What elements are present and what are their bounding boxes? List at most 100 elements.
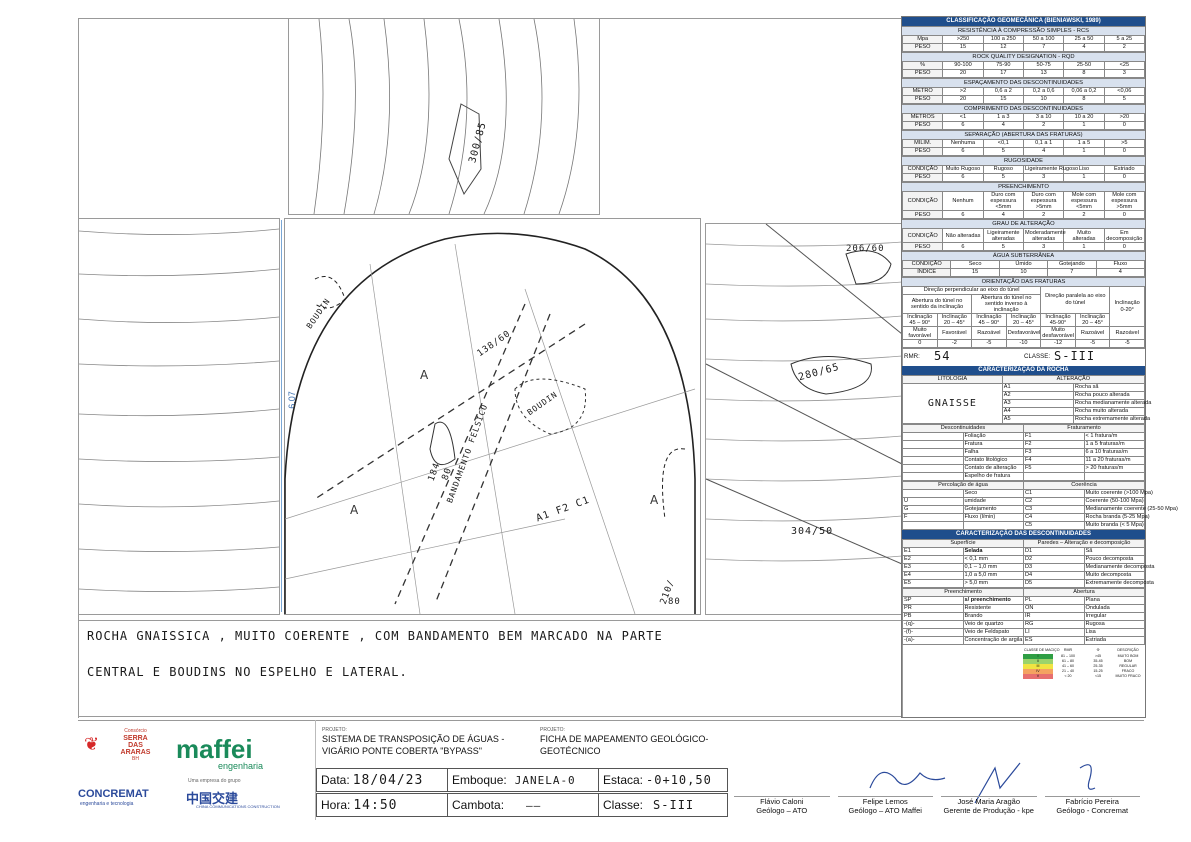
walls-header: Paredes – Alteração e decomposição	[1023, 539, 1145, 548]
rug-cell: 1	[1063, 173, 1105, 182]
concremat-logo: CONCREMAT	[78, 788, 149, 800]
right-measure-3: 304/50	[791, 526, 834, 537]
rcs-cell: Mpa	[901, 35, 944, 44]
filling-right-desc: Rugosa	[1083, 620, 1145, 629]
discontinuity-symbol	[902, 472, 964, 481]
alteration-code: A2	[1001, 391, 1074, 400]
agua-cell: CONDIÇÃO	[901, 260, 952, 269]
rqd-cell: 8	[1063, 69, 1105, 78]
sep-cell: 0	[1103, 147, 1146, 156]
maffei-sub: engenharia	[218, 761, 264, 771]
maffei-logo: maffei	[176, 734, 253, 764]
alt-cell: 5	[982, 242, 1024, 251]
tunnel-face-sketch: AAA	[284, 232, 696, 615]
comp-cell: 1	[1063, 121, 1105, 130]
surface-left-desc: < 0,1 mm	[962, 555, 1024, 564]
scale-cell: 35-45	[1093, 659, 1103, 663]
filling-right-code: IR	[1023, 612, 1085, 621]
discontinuity-symbol	[902, 448, 964, 457]
rib-label: Cambota:	[452, 798, 505, 812]
scale-cell: 25-35	[1093, 664, 1103, 668]
pre-cell: 4	[982, 210, 1024, 219]
surface-right-code: D4	[1023, 571, 1085, 580]
scale-header-cell: CLASSE DE MACIÇO	[1024, 648, 1060, 652]
water-header: Percolação de água	[902, 481, 1024, 490]
rqd-cell: 50-75	[1022, 61, 1065, 70]
scale-cell: V	[1023, 674, 1053, 679]
agua-cell: ÍNDICE	[901, 268, 952, 277]
dir-header: Abertura do túnel no sentido da inclinaç…	[901, 294, 973, 314]
discontinuity-symbol	[902, 456, 964, 465]
surface-left-code: E1	[902, 547, 964, 556]
discontinuity-right-desc: > 20 fraturas/m	[1083, 464, 1145, 473]
pre-cell: 2	[1022, 210, 1065, 219]
esp-cell: 20	[942, 95, 984, 104]
water-left-desc: umidade	[962, 497, 1024, 506]
comp-cell: <1	[942, 113, 984, 122]
project2-block: PROJETO: FICHA DE MAPEAMENTO GEOLÓGICO-G…	[540, 727, 755, 757]
scale-cell: MUITO FRACO	[1115, 674, 1141, 678]
water-left-code: F	[902, 513, 964, 522]
portal-field: Emboque: JANELA-0	[447, 768, 599, 792]
project-label: PROJETO:	[322, 727, 347, 733]
orientation-sub-row: Abertura do túnel no sentido da inclinaç…	[901, 294, 1145, 314]
alteration-desc: Rocha medianamente alterada	[1072, 399, 1152, 408]
water-left-desc: Gotejamento	[962, 505, 1024, 514]
legend-title-2: CARACTERIZAÇÃO DAS DESCONTINUIDADES	[902, 530, 1145, 539]
discontinuity-right-code: F3	[1023, 448, 1085, 457]
alt-title: GRAU DE ALTERAÇÃO	[902, 219, 1145, 228]
class-label: CLASSE:	[1024, 352, 1051, 360]
alteration-desc: Rocha extremamente alterada	[1072, 415, 1151, 424]
scale-cell: II	[1023, 659, 1053, 664]
surface-right-desc: Medianamente decomposta	[1083, 563, 1155, 572]
scale-cell: >45	[1094, 654, 1102, 658]
condition-cell: Razoável	[971, 326, 1007, 340]
agua-cell: 7	[1047, 268, 1097, 277]
station-field: Estaca: -0+10,50	[598, 768, 728, 792]
alt-cell: Ligeiramente alteradas	[982, 228, 1024, 243]
signature-role: Gerente de Produção - kpe	[943, 806, 1034, 815]
comp-cell: 6	[942, 121, 984, 130]
alteration-code: A4	[1001, 407, 1074, 416]
footer-top-line	[78, 720, 1144, 721]
right-wall-sketch	[705, 223, 903, 565]
date-value: 18/04/23	[352, 772, 424, 788]
dir-header: Abertura do túnel no sentido inverso à i…	[971, 294, 1042, 314]
classification-panel: CLASSIFICAÇÃO GEOMECÂNICA (BIENIAWSKI, 1…	[901, 16, 1178, 718]
rcs-cell: PESO	[901, 43, 944, 52]
rmr-value: 54	[934, 349, 951, 363]
filling-left-code: PB	[902, 612, 964, 621]
discontinuity-left-desc: Contato de alteração	[962, 464, 1024, 473]
pre-cell: 2	[1063, 210, 1105, 219]
sep-cell: >5	[1103, 139, 1146, 148]
aperture-header: Abertura	[1023, 588, 1145, 597]
date-field: Data: 18/04/23	[316, 768, 448, 792]
water-right-desc: Muito coerente (>100 Mpa)	[1083, 489, 1153, 498]
pre-cell: CONDIÇÃO	[901, 191, 944, 211]
project-block: PROJETO: SISTEMA DE TRANSPOSIÇÃO DE ÁGUA…	[322, 727, 537, 757]
discontinuity-left-desc: Espelho de fratura	[962, 472, 1024, 481]
signature-role: Geólogo – ATO	[756, 806, 808, 815]
orientation-value-cell: -10	[1005, 339, 1042, 348]
water-right-desc: Coerente (50-100 Mpa)	[1083, 497, 1145, 506]
esp-cell: METRO	[901, 87, 944, 96]
alt-cell: Em decomposição	[1103, 228, 1146, 243]
filling-left-code: -(a)-	[902, 636, 964, 645]
esp-cell: 15	[982, 95, 1024, 104]
filling-left-desc: Concentração de argila	[962, 636, 1024, 645]
class-field: Classe: S-III	[598, 793, 728, 817]
coherence-header: Coerência	[1023, 481, 1145, 490]
scale-cell: MUITO BOM	[1117, 654, 1139, 658]
rcs-cell: >250	[942, 35, 984, 44]
left-wall-panel	[78, 218, 280, 615]
rcs-cell: 25 a 50	[1063, 35, 1105, 44]
rcs-cell: 100 a 250	[982, 35, 1024, 44]
